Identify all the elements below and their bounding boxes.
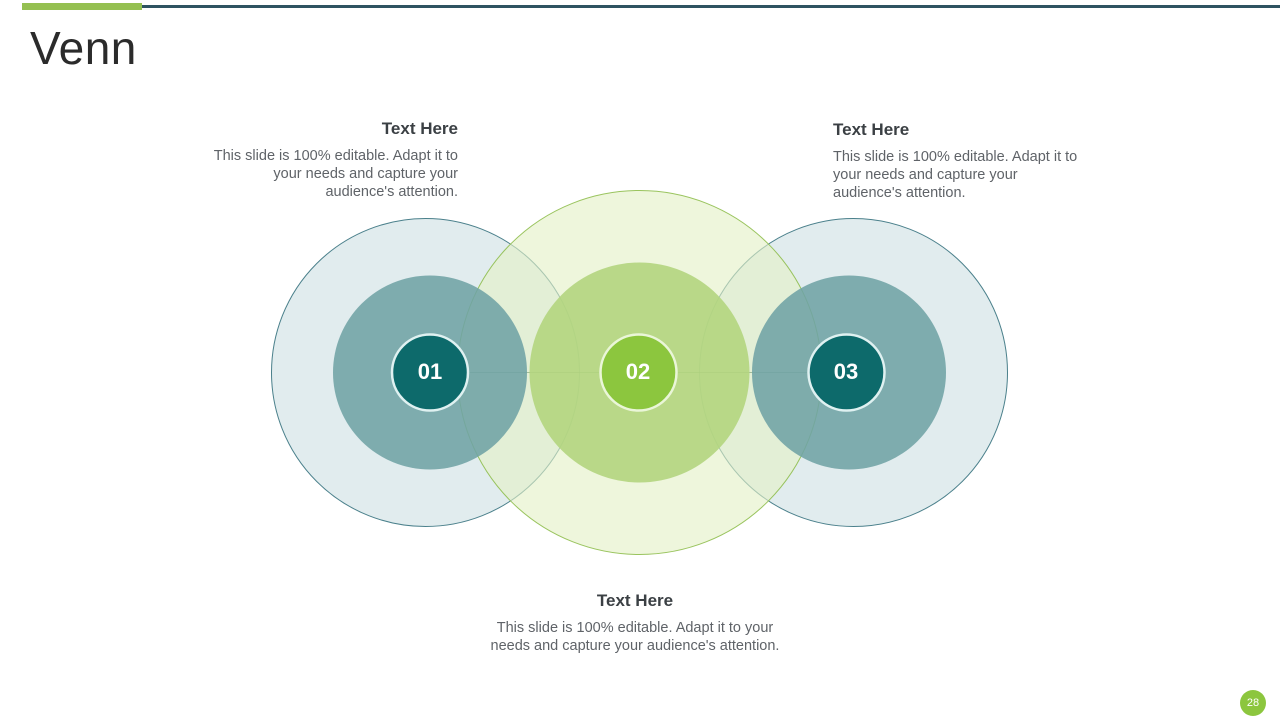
callout-left: Text Here This slide is 100% editable. A…: [205, 119, 458, 201]
callout-right-heading: Text Here: [833, 120, 910, 139]
callout-right-body: This slide is 100% editable. Adapt it to…: [833, 149, 1078, 201]
venn-badge-circle-02: [599, 333, 678, 412]
top-rule-green: [22, 3, 142, 10]
venn-number-label-02: 02: [625, 359, 651, 384]
callout-right: Text Here This slide is 100% editable. A…: [833, 120, 1078, 202]
callout-bottom-body: This slide is 100% editable. Adapt it to…: [490, 620, 780, 654]
venn-badge-circle-01: [390, 333, 470, 412]
venn-number-badges: [390, 333, 886, 412]
venn-badge-circle-03: [807, 333, 886, 412]
callout-bottom: Text Here This slide is 100% editable. A…: [490, 591, 780, 655]
top-decorative-bar: [0, 0, 1280, 14]
callout-left-heading: Text Here: [381, 119, 458, 138]
top-rule-teal: [138, 5, 1280, 8]
callout-left-body: This slide is 100% editable. Adapt it to…: [213, 148, 458, 200]
page-title: Venn: [30, 22, 137, 74]
venn-number-label-03: 03: [833, 359, 859, 384]
page-number-badge: 28: [1240, 690, 1266, 716]
venn-number-label-01: 01: [417, 359, 443, 384]
callout-bottom-heading: Text Here: [596, 591, 674, 610]
